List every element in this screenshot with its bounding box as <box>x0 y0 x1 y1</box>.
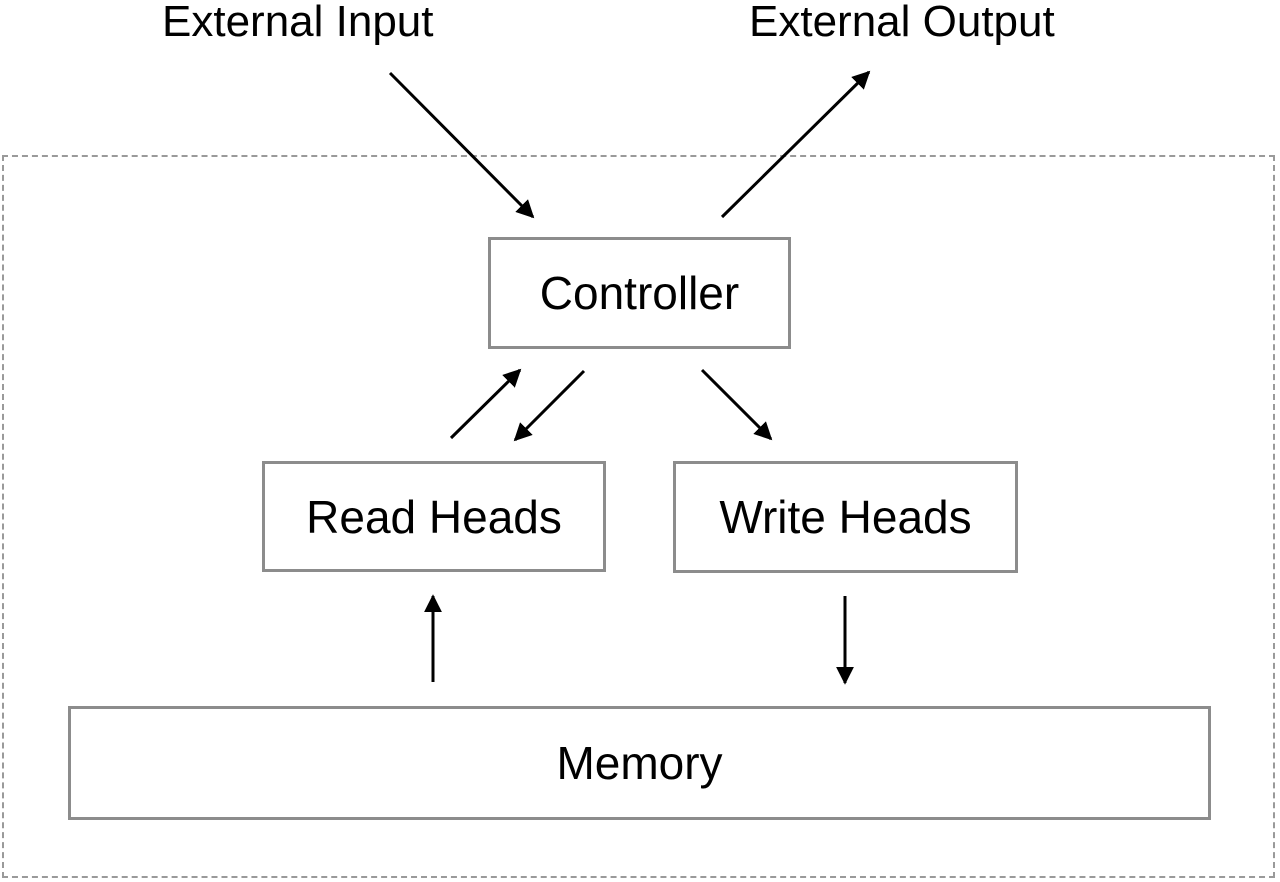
arrow-input-to-controller <box>388 71 535 219</box>
arrow-controller-to-writeheads <box>700 368 773 441</box>
arrow-controller-to-readheads <box>513 369 586 442</box>
external-output-label: External Output <box>749 0 1055 46</box>
arrow-readheads-to-controller <box>449 368 522 440</box>
memory-box: Memory <box>68 706 1211 820</box>
arrow-controller-to-output <box>720 70 871 219</box>
system-boundary <box>2 155 1275 878</box>
read-heads-box: Read Heads <box>262 461 606 572</box>
controller-box: Controller <box>488 237 791 349</box>
write-heads-box: Write Heads <box>673 461 1018 573</box>
external-input-label: External Input <box>162 0 434 46</box>
